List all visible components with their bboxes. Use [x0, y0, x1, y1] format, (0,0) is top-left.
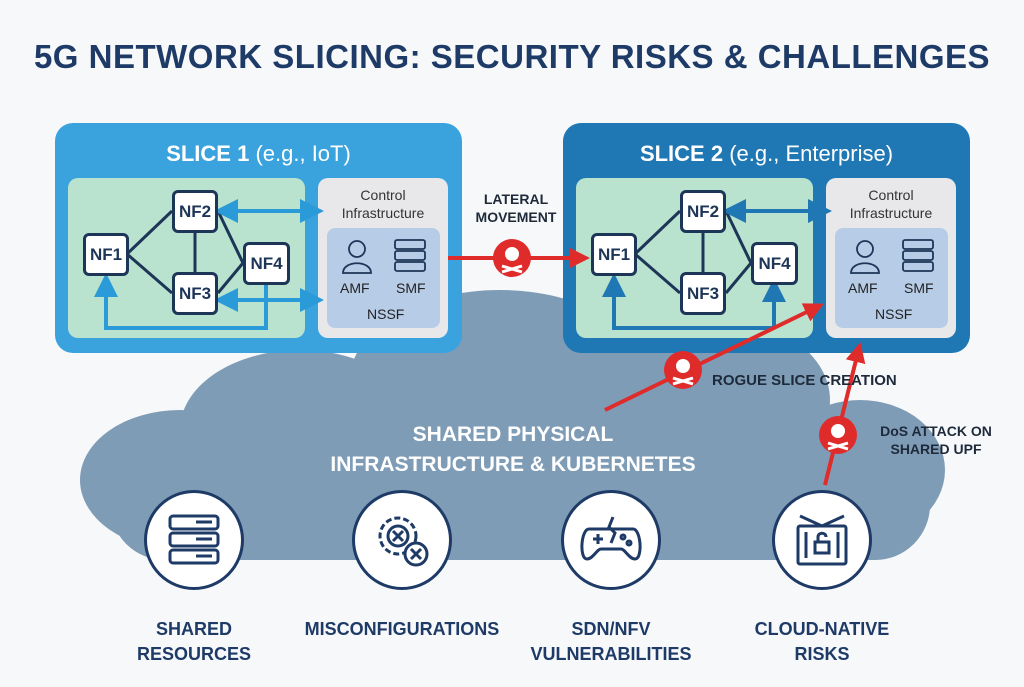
slice1-nf4[interactable]: NF4	[243, 242, 290, 285]
slice2-nf3[interactable]: NF3	[680, 272, 726, 315]
smf-label: SMF	[904, 280, 934, 296]
slice1-nf2[interactable]: NF2	[172, 190, 218, 233]
rogue-slice-label: ROGUE SLICE CREATION	[712, 372, 897, 389]
slice-name: SLICE 1	[166, 141, 250, 166]
slice-example: (e.g., IoT)	[255, 141, 351, 166]
slice1-nf1[interactable]: NF1	[83, 233, 129, 276]
label-line: INFRASTRUCTURE & KUBERNETES	[330, 453, 696, 476]
smf-label: SMF	[396, 280, 426, 296]
control-functions	[835, 228, 948, 328]
server-icon	[394, 239, 426, 272]
lateral-movement-label: LATERAL MOVEMENT	[466, 190, 566, 226]
slice2-nf4[interactable]: NF4	[751, 242, 798, 285]
nssf-label: NSSF	[875, 306, 913, 322]
label-line: MISCONFIGURATIONS	[304, 619, 500, 639]
risk-shared-resources: SHARED RESOURCES	[94, 617, 294, 667]
slice-example: (e.g., Enterprise)	[729, 141, 894, 166]
label-line: DoS ATTACK ON	[880, 423, 992, 439]
risk-sdn-nfv: SDN/NFV VULNERABILITIES	[511, 617, 711, 667]
skull-icon	[493, 239, 531, 277]
label-line: SHARED	[155, 619, 232, 639]
server-stack-icon	[144, 490, 244, 590]
slice2-nf2[interactable]: NF2	[680, 190, 726, 233]
label-line: LATERAL	[483, 191, 549, 207]
label-line: SDN/NFV	[571, 619, 651, 639]
risk-cloud-native: CLOUD-NATIVE RISKS	[722, 617, 922, 667]
label-line: RISKS	[794, 644, 850, 664]
dos-attack-label: DoS ATTACK ON SHARED UPF	[866, 422, 1006, 458]
slice2-nf1[interactable]: NF1	[591, 233, 637, 276]
slice-name: SLICE 2	[639, 141, 724, 166]
control-title: Control Infrastructure	[341, 187, 425, 221]
slice1-nf3[interactable]: NF3	[172, 272, 218, 315]
label-line: MOVEMENT	[475, 209, 557, 225]
amf-label: AMF	[848, 280, 878, 296]
nssf-label: NSSF	[367, 306, 405, 322]
label-line: RESOURCES	[136, 644, 252, 664]
broken-gamepad-icon	[561, 490, 661, 590]
user-icon	[850, 240, 880, 274]
control-title: Control Infrastructure	[849, 187, 933, 221]
label-line: CLOUD-NATIVE	[754, 619, 890, 639]
label-line: VULNERABILITIES	[530, 644, 692, 664]
label-line: SHARED PHYSICAL	[412, 423, 614, 446]
amf-label: AMF	[340, 280, 370, 296]
risk-misconfigurations: MISCONFIGURATIONS	[302, 617, 502, 642]
label-line: SHARED UPF	[890, 441, 982, 457]
skull-icon	[664, 351, 702, 389]
page-title: 5G NETWORK SLICING: SECURITY RISKS & CHA…	[33, 38, 991, 75]
skull-icon	[819, 416, 857, 454]
gear-error-icon	[352, 490, 452, 590]
container-lock-icon	[772, 490, 872, 590]
user-icon	[342, 240, 372, 274]
control-functions	[327, 228, 440, 328]
cloud-label: SHARED PHYSICAL INFRASTRUCTURE & KUBERNET…	[313, 420, 713, 480]
server-icon	[902, 239, 934, 272]
